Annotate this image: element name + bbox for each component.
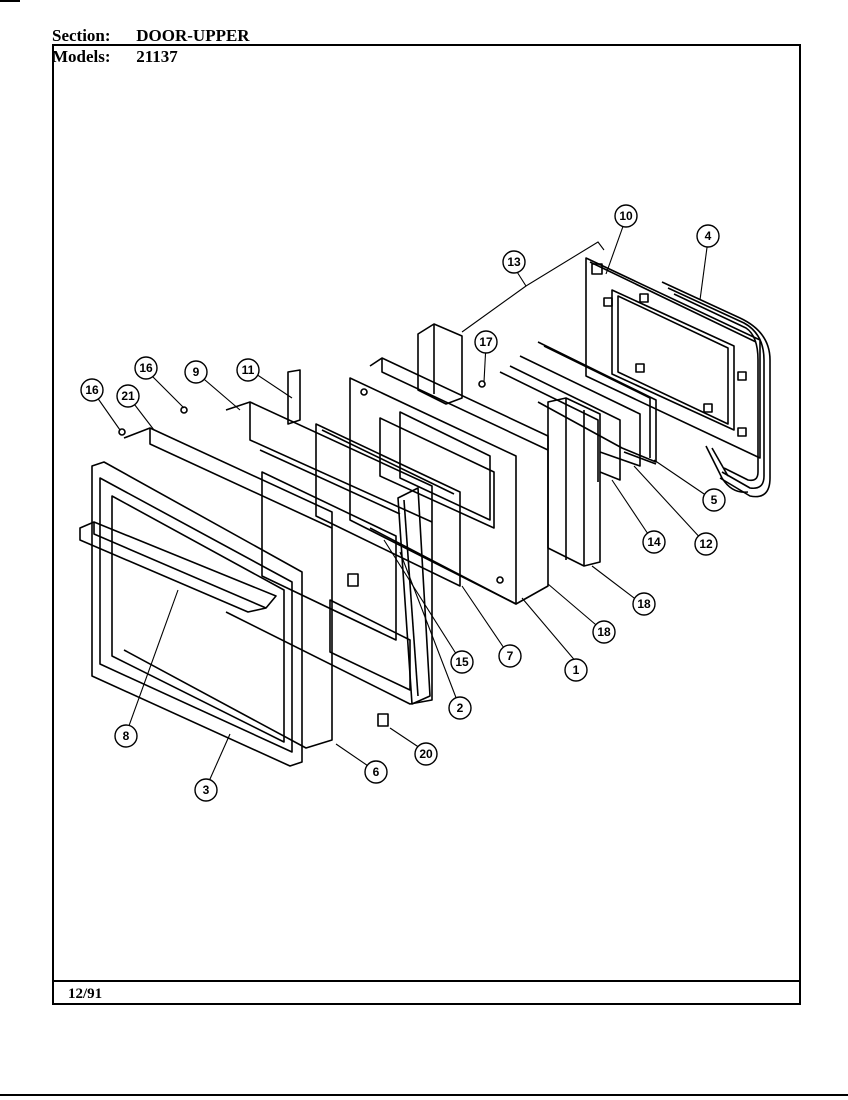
callout-1-label: 1 (573, 663, 580, 677)
callout-bubbles (80, 204, 726, 802)
door-liner (585, 257, 761, 459)
outer-glass-panel (123, 427, 333, 749)
door-handle (79, 521, 277, 613)
glass-channel (347, 487, 431, 705)
callout-4 (696, 224, 720, 248)
callout-21-label: 21 (121, 389, 135, 403)
footer-date: 12/91 (68, 986, 103, 1002)
callout-9 (184, 360, 208, 384)
callout-20-label: 20 (419, 747, 433, 761)
leader-lines (91, 217, 711, 789)
callout-6 (364, 760, 388, 784)
glass-pane (315, 423, 461, 587)
section-header: Section: DOOR-UPPER (52, 26, 250, 46)
section-value: DOOR-UPPER (136, 26, 250, 45)
page-bottom-rule (0, 1094, 848, 1096)
insulation-right (547, 397, 601, 567)
door-clip (377, 713, 389, 727)
callout-18-lower (592, 620, 616, 644)
callout-16-top-label: 16 (139, 361, 153, 375)
callout-5 (702, 488, 726, 512)
callout-7 (498, 644, 522, 668)
callout-4-label: 4 (705, 229, 712, 243)
callout-8 (114, 724, 138, 748)
callout-14-label: 14 (647, 535, 661, 549)
callout-8-label: 8 (123, 729, 130, 743)
callout-14 (642, 530, 666, 554)
callout-1 (564, 658, 588, 682)
door-bracket (287, 369, 301, 425)
callout-5-label: 5 (711, 493, 718, 507)
callout-labels: 1 2 3 4 5 6 7 8 9 10 11 12 13 14 15 16 1… (85, 209, 717, 797)
callout-15 (450, 650, 474, 674)
section-label: Section: (52, 26, 111, 45)
callout-9-label: 9 (193, 365, 200, 379)
callout-2 (448, 696, 472, 720)
models-value: 21137 (136, 47, 178, 66)
callout-10-label: 10 (619, 209, 633, 223)
callout-13 (502, 250, 526, 274)
door-gasket (537, 341, 657, 465)
footer-divider (52, 980, 801, 982)
callout-18-upper (632, 592, 656, 616)
outer-door-panel (661, 281, 771, 498)
window-frame (349, 377, 517, 605)
callout-3-label: 3 (203, 783, 210, 797)
callout-11-label: 11 (242, 363, 255, 377)
callout-17-label: 17 (479, 335, 493, 349)
screw-right (478, 380, 486, 388)
screw-top (180, 406, 188, 414)
callout-17 (474, 330, 498, 354)
callout-10 (614, 204, 638, 228)
models-header: Models: 21137 (52, 47, 178, 67)
callout-18-lower-label: 18 (597, 625, 611, 639)
callout-21 (116, 384, 140, 408)
callout-18-upper-label: 18 (637, 597, 651, 611)
callout-12-label: 12 (699, 537, 713, 551)
inner-frame (225, 401, 433, 705)
callout-20 (414, 742, 438, 766)
callout-7-label: 7 (507, 649, 514, 663)
callout-3 (194, 778, 218, 802)
callout-13-label: 13 (507, 255, 521, 269)
callout-6-label: 6 (373, 765, 380, 779)
door-frame (91, 461, 303, 767)
callout-12 (694, 532, 718, 556)
screw-left (118, 428, 126, 436)
models-label: Models: (52, 47, 111, 66)
callout-11 (236, 358, 260, 382)
callout-16-top (134, 356, 158, 380)
callout-16-left (80, 378, 104, 402)
callout-16-left-label: 16 (85, 383, 99, 397)
callout-15-label: 15 (455, 655, 469, 669)
corner-tick (0, 0, 20, 2)
callout-2-label: 2 (457, 701, 464, 715)
inner-glass-right (499, 355, 641, 482)
diagram-frame (52, 44, 801, 1005)
